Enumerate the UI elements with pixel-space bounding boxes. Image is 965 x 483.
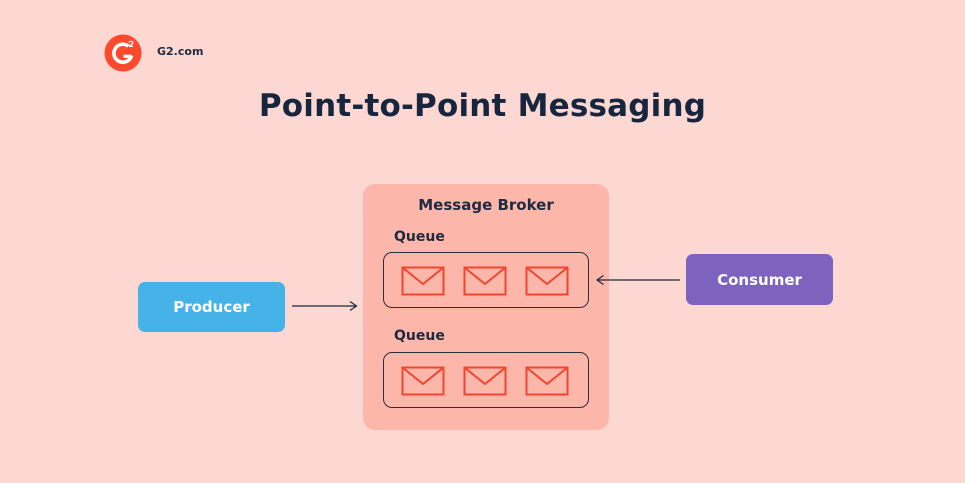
brand-site-text[interactable]: G2.com (157, 45, 204, 58)
consumer-node: Consumer (686, 254, 833, 305)
queue-1-label: Queue (394, 229, 445, 245)
queue-2 (383, 352, 589, 408)
envelope-icon (463, 366, 507, 396)
g2-logo-icon (104, 34, 142, 72)
diagram-title: Point-to-Point Messaging (258, 88, 707, 124)
envelope-icon (401, 266, 445, 296)
producer-label: Producer (173, 298, 250, 316)
producer-node: Producer (138, 282, 285, 332)
broker-title: Message Broker (418, 196, 554, 214)
envelope-icon (525, 266, 569, 296)
producer-to-broker-arrow (292, 301, 358, 311)
message-broker: Message Broker Queue Queue (363, 184, 609, 430)
envelope-icon (401, 366, 445, 396)
consumer-to-queue-arrow (595, 275, 680, 285)
queue-1 (383, 252, 589, 308)
envelope-icon (525, 366, 569, 396)
consumer-label: Consumer (717, 270, 802, 289)
envelope-icon (463, 266, 507, 296)
queue-2-label: Queue (394, 328, 445, 344)
